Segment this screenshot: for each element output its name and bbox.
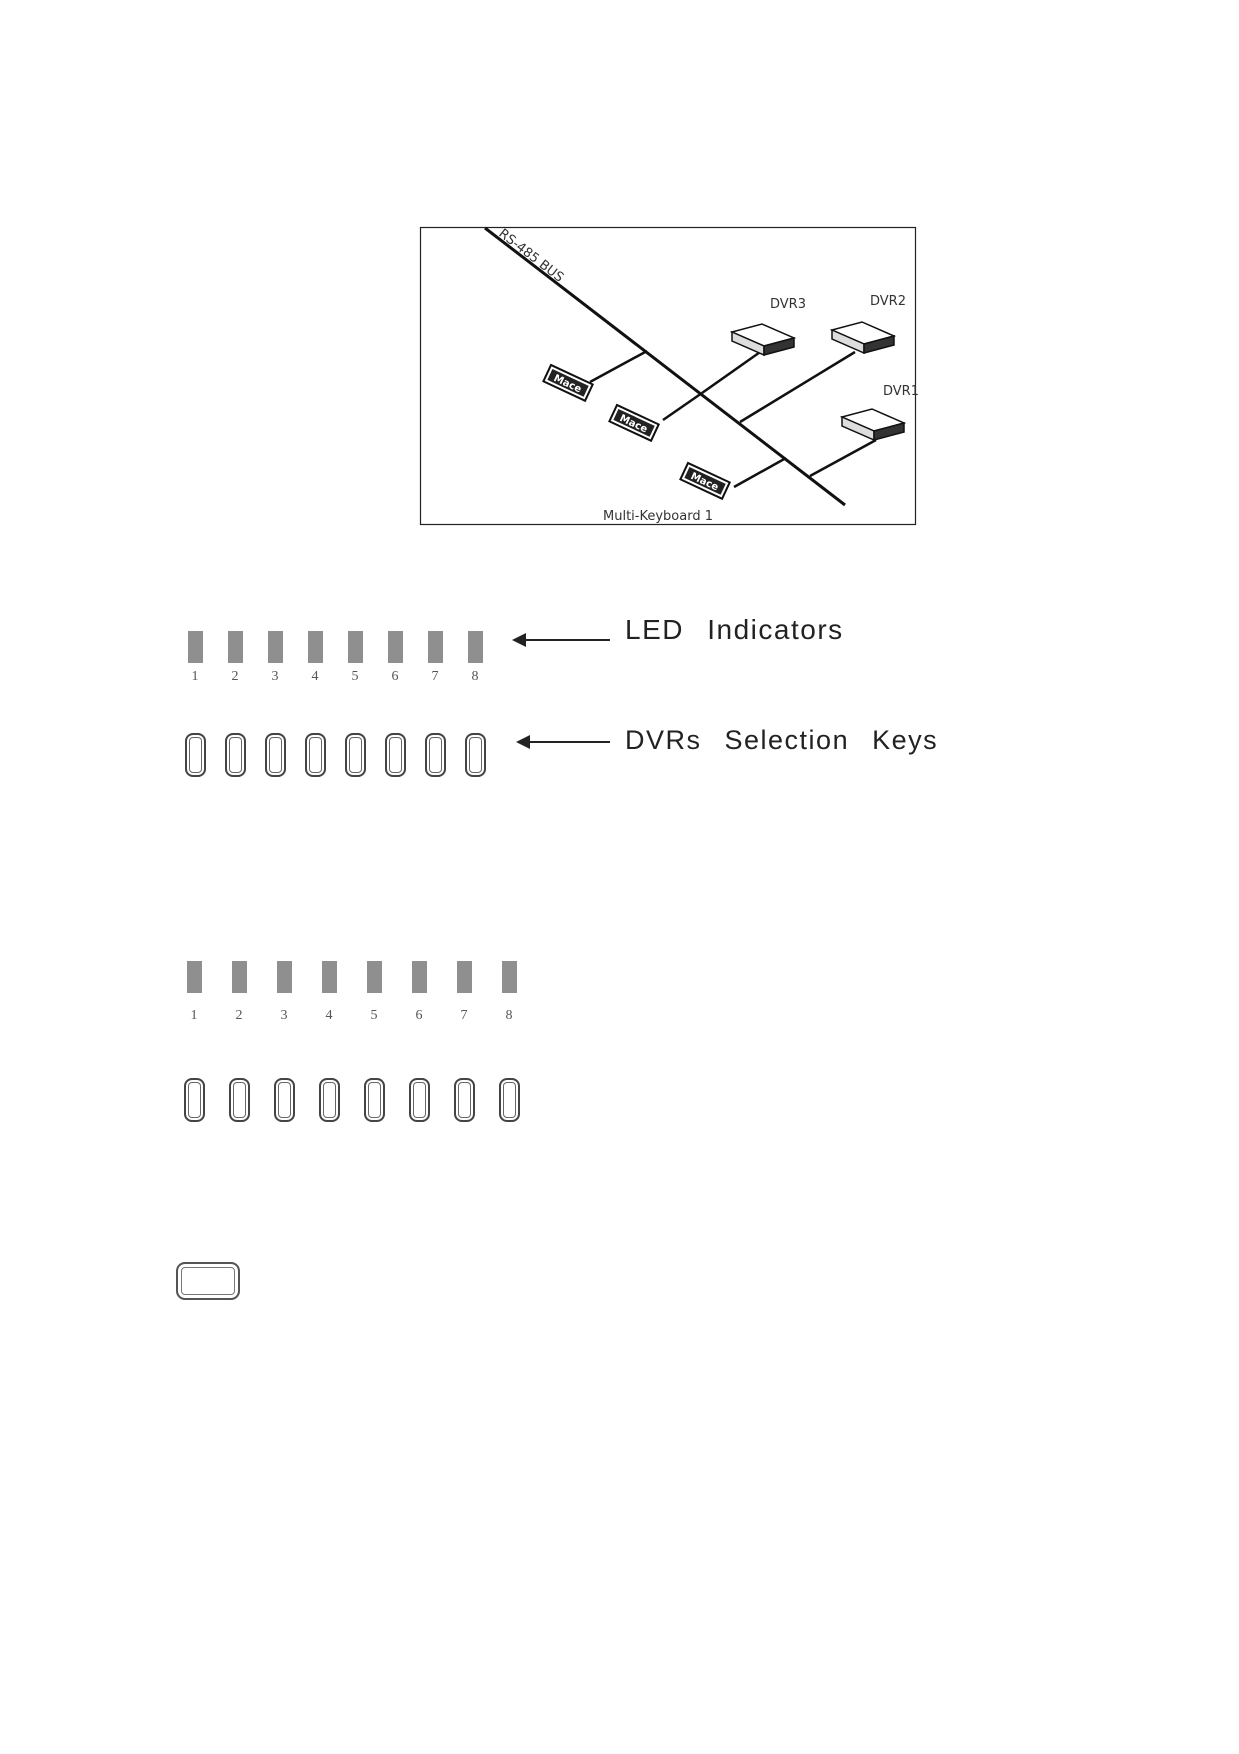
dvr-selection-key[interactable] — [465, 733, 486, 777]
dvr-selection-key[interactable] — [229, 1078, 250, 1122]
keyboard-icon: Mace — [608, 403, 661, 443]
led-number: 7 — [460, 1008, 468, 1023]
keyboard-icon: Mace — [542, 363, 595, 403]
led-number: 3 — [280, 1008, 288, 1023]
led-number: 4 — [325, 1008, 333, 1023]
led-number: 1 — [191, 669, 199, 684]
led-indicator — [367, 961, 382, 993]
led-indicator — [388, 631, 403, 663]
dvr1-label: DVR1 — [883, 384, 919, 399]
dvr-selection-key[interactable] — [225, 733, 246, 777]
dvr-selection-key[interactable] — [409, 1078, 430, 1122]
led-indicator — [232, 961, 247, 993]
led-arrow — [512, 633, 610, 647]
led-number: 5 — [370, 1008, 378, 1023]
dvr-selection-key[interactable] — [265, 733, 286, 777]
led-indicator — [308, 631, 323, 663]
dvr-selection-key[interactable] — [319, 1078, 340, 1122]
branch-line — [701, 348, 764, 395]
led-number: 4 — [311, 669, 319, 684]
dvr-selection-key[interactable] — [364, 1078, 385, 1122]
led-number: 1 — [190, 1008, 198, 1023]
branch-line — [739, 350, 856, 424]
dvr-selection-key[interactable] — [425, 733, 446, 777]
dvr-selection-key[interactable] — [274, 1078, 295, 1122]
dvr-icon — [839, 408, 907, 442]
dvr-icon — [729, 323, 797, 357]
dvr-selection-key[interactable] — [385, 733, 406, 777]
diagram-frame — [419, 226, 917, 526]
led-number: 5 — [351, 669, 359, 684]
dvr3-label: DVR3 — [770, 297, 806, 312]
led-indicator — [268, 631, 283, 663]
branch-line — [809, 438, 877, 478]
led-indicator — [188, 631, 203, 663]
led-number: 8 — [505, 1008, 513, 1023]
led-number: 2 — [235, 1008, 243, 1023]
led-indicator — [428, 631, 443, 663]
led-indicator — [187, 961, 202, 993]
dvr-selection-key[interactable] — [185, 733, 206, 777]
led-number: 7 — [431, 669, 439, 684]
led-number: 2 — [231, 669, 239, 684]
led-indicator — [348, 631, 363, 663]
led-indicator — [277, 961, 292, 993]
dvr-selection-key[interactable] — [305, 733, 326, 777]
wide-function-key[interactable] — [176, 1262, 240, 1300]
branch-line — [589, 349, 648, 384]
led-number: 8 — [471, 669, 479, 684]
led-indicator — [457, 961, 472, 993]
branch-line — [733, 456, 787, 489]
dvr2-label: DVR2 — [870, 294, 906, 309]
dvr-icon — [829, 321, 897, 355]
dvr-selection-key[interactable] — [499, 1078, 520, 1122]
keys-arrow — [516, 735, 610, 749]
led-indicators-label: LED Indicators — [625, 614, 844, 645]
diagram-caption: Multi-Keyboard 1 — [603, 509, 713, 524]
led-number: 3 — [271, 669, 279, 684]
dvr-selection-key[interactable] — [184, 1078, 205, 1122]
dvr-selection-key[interactable] — [345, 733, 366, 777]
led-indicator — [228, 631, 243, 663]
keyboard-icon: Mace — [679, 461, 732, 501]
network-diagram: RS-485 BUS Mace Mace Mace DVR3 DVR2 — [419, 226, 919, 526]
led-indicator — [468, 631, 483, 663]
led-indicator — [412, 961, 427, 993]
led-number: 6 — [391, 669, 399, 684]
branch-line — [662, 391, 703, 422]
dvr-selection-key[interactable] — [454, 1078, 475, 1122]
led-number: 6 — [415, 1008, 423, 1023]
dvr-selection-keys-label: DVRs Selection Keys — [625, 725, 939, 755]
led-indicator — [322, 961, 337, 993]
led-indicator — [502, 961, 517, 993]
